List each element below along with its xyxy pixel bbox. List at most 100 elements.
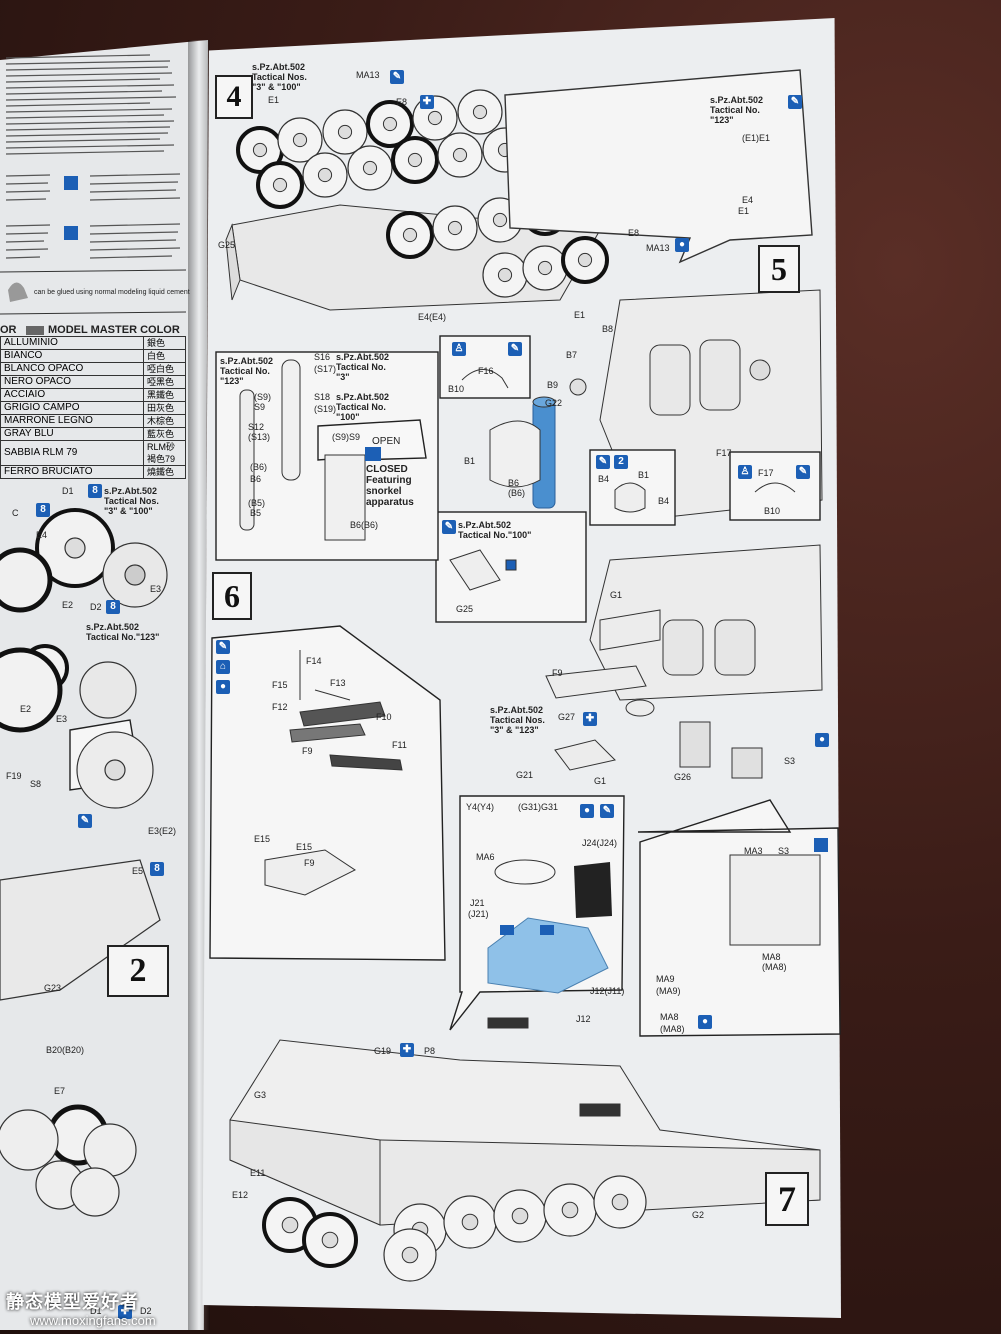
part-label: B6(B6) — [350, 520, 379, 530]
part-label: E8 — [396, 97, 408, 107]
wheel-hub — [362, 160, 378, 176]
glue-drop-icon: ● — [675, 238, 689, 252]
part-label: MA9 — [656, 974, 675, 984]
x8-icon: 8 — [88, 484, 102, 498]
step6-detail-inset — [449, 795, 625, 1031]
glue-drop-icon: ● — [698, 1015, 712, 1029]
wheel-hub — [461, 1213, 479, 1231]
part-label: B7 — [566, 350, 578, 360]
part-label: G25 — [456, 604, 474, 614]
part-label: G23 — [44, 983, 62, 993]
glue-drop-icon: ● — [580, 804, 594, 818]
color-swatch-icon — [26, 326, 44, 335]
part-label: E1 — [268, 95, 280, 105]
step6-hull — [545, 544, 823, 779]
part-label: F9 — [302, 746, 313, 756]
x2-icon: 2 — [614, 455, 628, 469]
part-label: (B5) — [248, 498, 266, 508]
part-label: F11 — [392, 740, 407, 750]
part-label: (G31)G31 — [518, 802, 559, 812]
step4-callout-3-100: s.Pz.Abt.502 Tactical Nos. "3" & "100" — [252, 62, 307, 92]
part-label: E3 — [150, 584, 162, 594]
part-label: E2 — [20, 704, 32, 714]
snorkel-open-label: OPEN — [372, 436, 401, 447]
part-label: E11 — [250, 1168, 266, 1178]
part-label: E4(E4) — [418, 312, 447, 322]
part-label: S3 — [784, 756, 796, 766]
step-number-4: 4 — [215, 75, 253, 119]
snorkel-callout-3: s.Pz.Abt.502 Tactical No. "3" — [336, 352, 390, 382]
step5-callout-100: s.Pz.Abt.502 Tactical No."100" — [458, 520, 532, 540]
part-label: G21 — [516, 770, 534, 780]
step4-hull-wheels — [225, 69, 813, 311]
part-label: B1 — [638, 470, 650, 480]
glue-note: can be glued using normal modeling liqui… — [34, 289, 190, 296]
part-label: F15 — [272, 680, 288, 690]
part-label: B6 — [508, 478, 520, 488]
part-label: B8 — [602, 324, 614, 334]
part-label: B6 — [250, 474, 262, 484]
paint-brush-icon: ✎ — [78, 814, 92, 828]
part-label: E5 — [132, 866, 144, 876]
part-label: F9 — [304, 858, 315, 868]
part-label: E1 — [574, 310, 586, 320]
wheel-hub — [252, 142, 268, 158]
part-label: G1 — [610, 590, 623, 600]
part-label: F19 — [6, 771, 22, 781]
wheel-hub — [321, 1231, 339, 1249]
wheel-hub — [407, 152, 423, 168]
part-label: B1 — [464, 456, 476, 466]
wheel-hub — [611, 1193, 629, 1211]
figure-icon: ♙ — [738, 465, 752, 479]
part-label: E3 — [56, 714, 68, 724]
wheel-hub — [452, 147, 468, 163]
part-label: F17 — [716, 448, 732, 458]
snorkel-inset — [215, 351, 439, 561]
part-label: F12 — [272, 702, 288, 712]
part-label: (MA8) — [660, 1024, 685, 1034]
part-label: (S13) — [248, 432, 271, 442]
left-page-wheels — [0, 508, 169, 1217]
part-label: Y4(Y4) — [466, 802, 495, 812]
part-label: G22 — [545, 398, 563, 408]
part-label: MA13 — [646, 243, 670, 253]
part-label: D1 — [62, 486, 74, 496]
glue-icon: ✚ — [583, 712, 597, 726]
x8-icon: 8 — [150, 862, 164, 876]
wheel-hub — [472, 104, 488, 120]
part-label: F17 — [758, 468, 774, 478]
wheel-hub — [281, 1216, 299, 1234]
glue-drop-icon: ● — [216, 680, 230, 694]
color-name-cn: 啞白色 — [143, 362, 186, 376]
part-label: MA6 — [476, 852, 495, 862]
part-label: (S17) — [314, 364, 337, 374]
part-label: MA8 — [660, 1012, 679, 1022]
wheel-hub — [427, 110, 443, 126]
part-label: E7 — [54, 1086, 66, 1096]
wheel-hub — [492, 212, 508, 228]
watermark-url: www.moxingfans.com — [30, 1313, 156, 1328]
part-label: E4 — [36, 530, 48, 540]
part-label: B4 — [598, 474, 610, 484]
part-label: MA13 — [356, 70, 380, 80]
part-label: S3 — [778, 846, 790, 856]
wheel-hub — [537, 260, 553, 276]
part-label: J24(J24) — [582, 838, 618, 848]
glue-drop-icon: ● — [815, 733, 829, 747]
part-label: S18 — [314, 392, 331, 402]
wheel-hub — [401, 1246, 419, 1264]
step-number-5: 5 — [758, 245, 800, 293]
paint-brush-icon: ✎ — [216, 640, 230, 654]
paint-brush-icon: ✎ — [390, 70, 404, 84]
part-label: E12 — [232, 1190, 249, 1200]
paint-brush-icon: ✎ — [596, 455, 610, 469]
wheel-hub — [402, 227, 418, 243]
step7-chassis — [229, 1017, 821, 1282]
paint-brush-icon: ✎ — [788, 95, 802, 109]
color-name-cn: RLM砂褐色79 — [143, 440, 186, 466]
part-label: C — [12, 508, 19, 518]
